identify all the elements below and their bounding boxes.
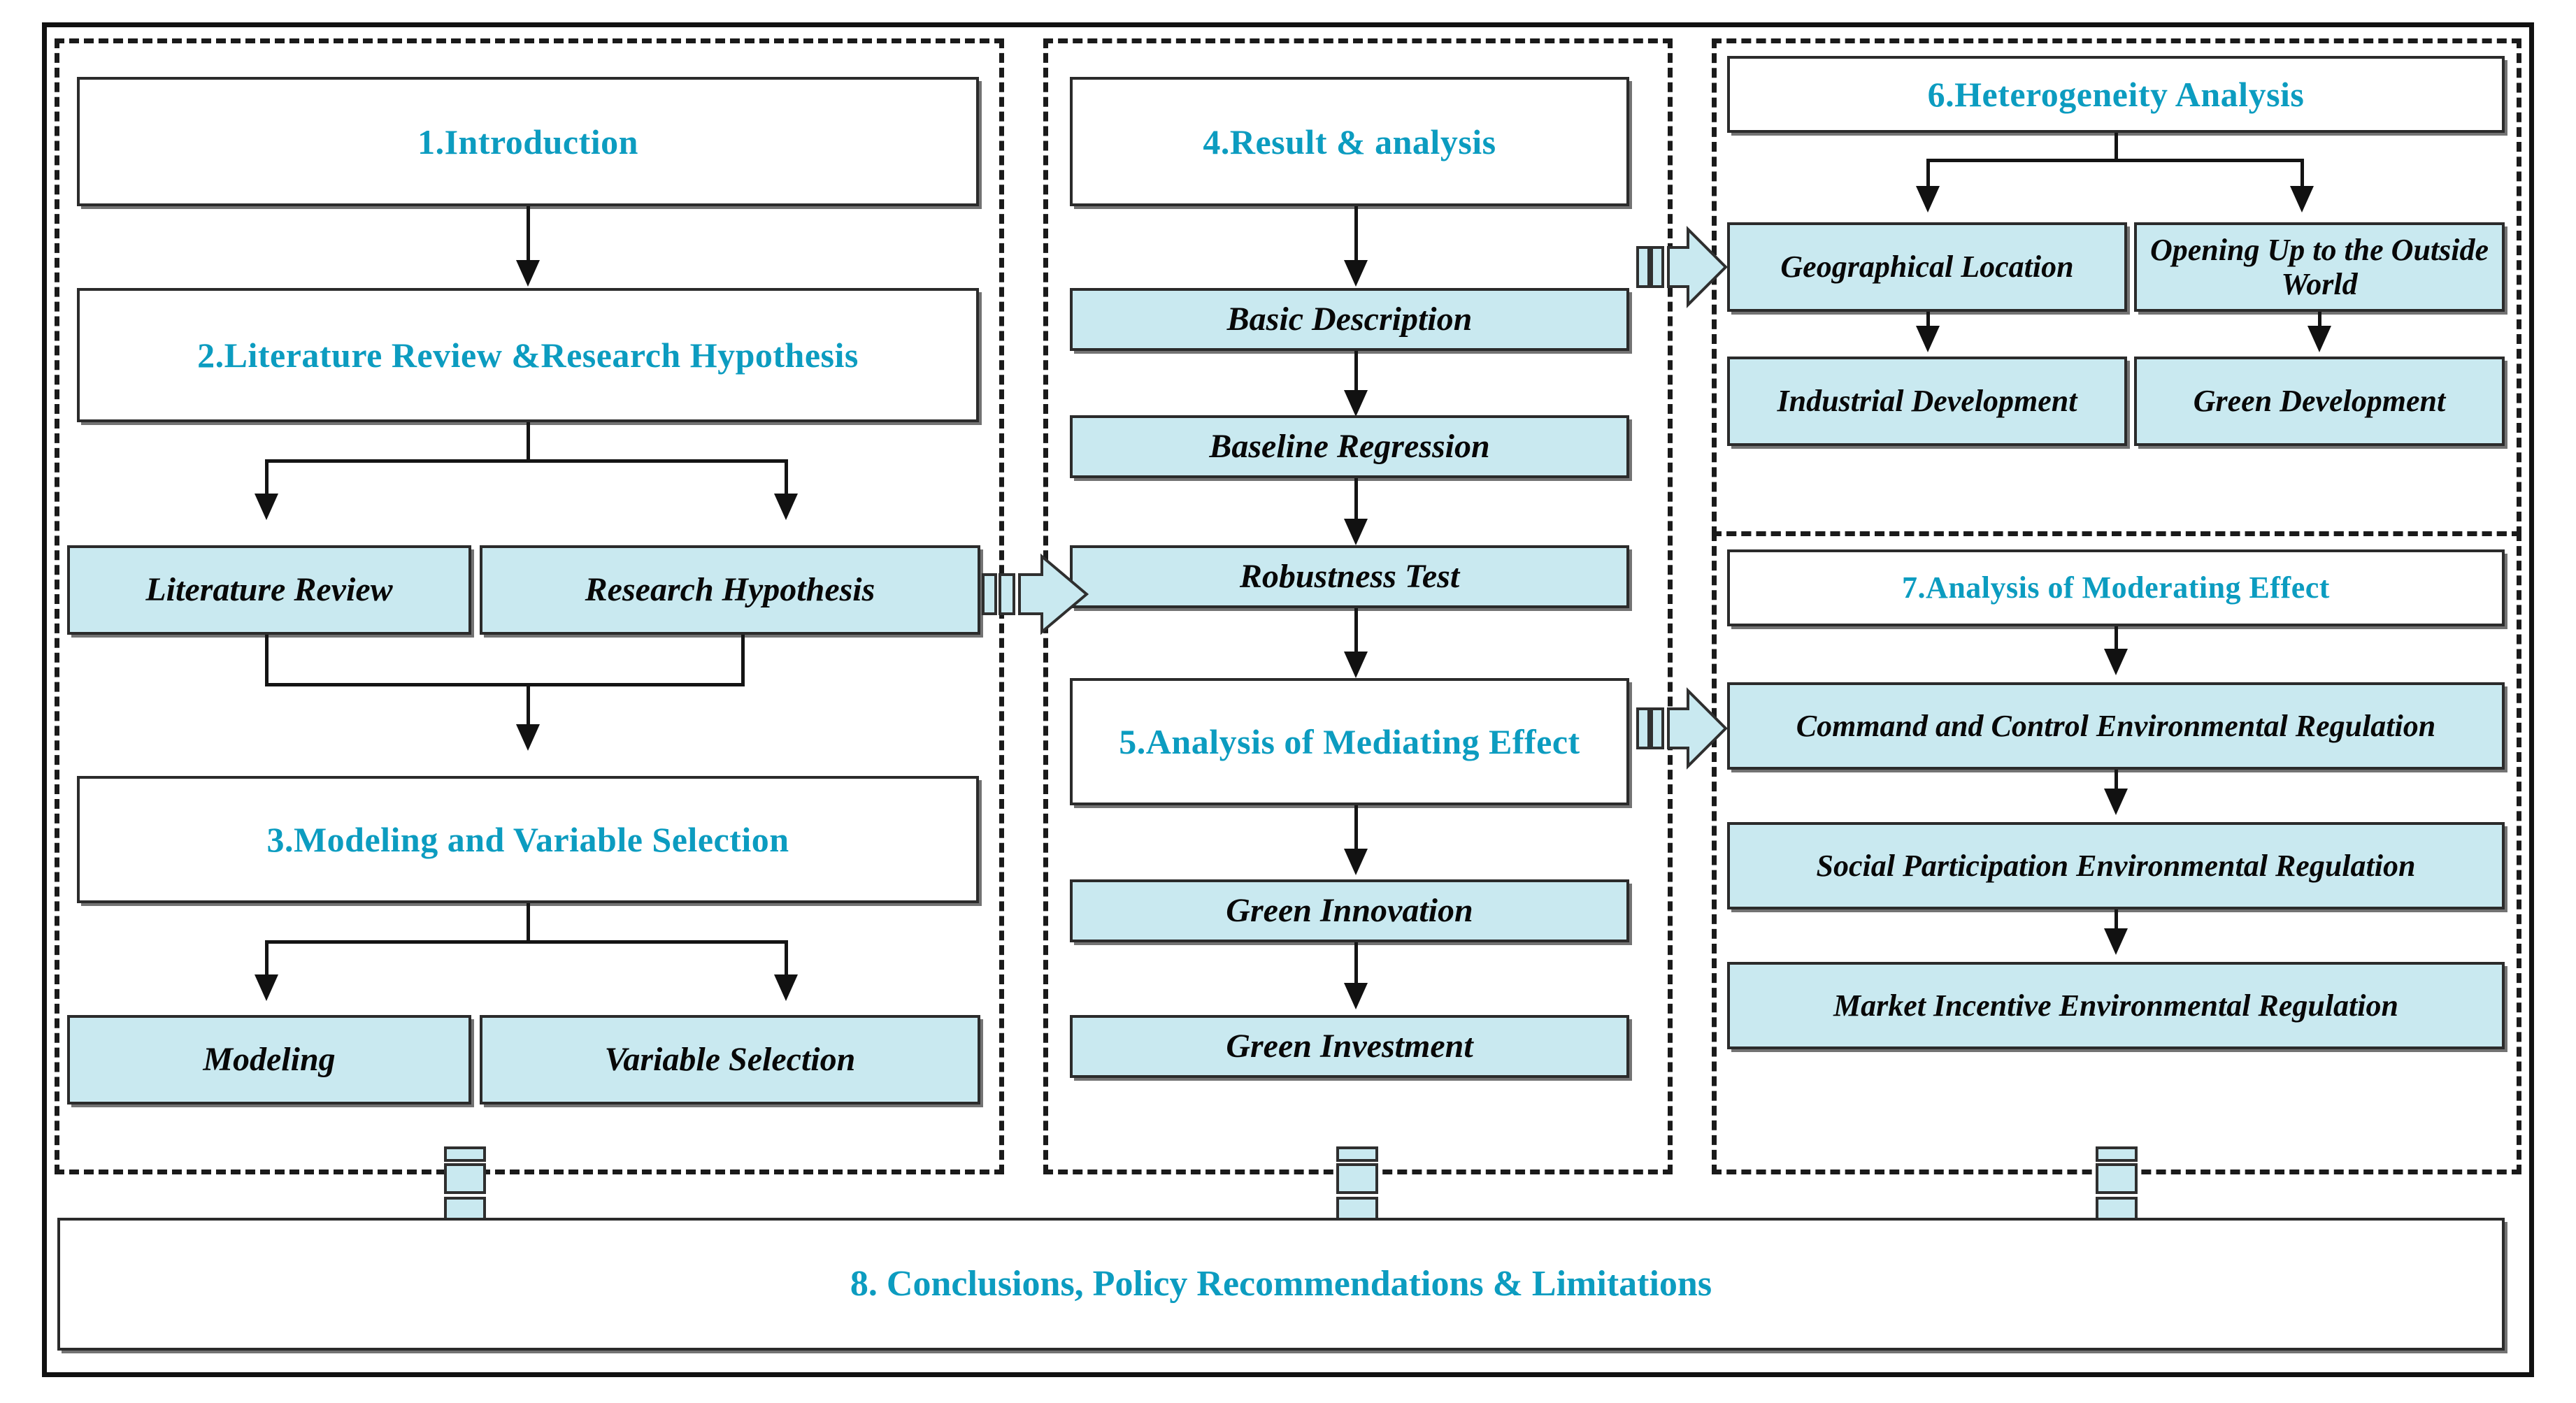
connector-model-split-stem — [527, 903, 530, 942]
block-arrow-middle-to-right-bottom — [1636, 686, 1734, 770]
connector-result-to-basic — [1354, 206, 1358, 264]
connector-model-split-left — [265, 940, 269, 977]
connector-merge-right — [741, 635, 745, 685]
node-variable-selection-label: Variable Selection — [604, 1041, 856, 1079]
node-green-development[interactable]: Green Development — [2134, 357, 2505, 446]
block-arrow-left-to-middle — [982, 552, 1108, 636]
connector-lit-split-stem — [527, 422, 530, 461]
node-result-and-analysis[interactable]: 4.Result & analysis — [1070, 77, 1629, 206]
arrowhead-robustness-to-mediating — [1344, 652, 1368, 678]
connector-merge-stem — [527, 683, 530, 726]
arrowhead-to-literature-review — [255, 494, 278, 520]
node-command-and-control-environmental-regulation-label: Command and Control Environmental Regula… — [1796, 708, 2436, 743]
arrowhead-opening-to-green — [2307, 326, 2331, 352]
node-green-investment[interactable]: Green Investment — [1070, 1015, 1629, 1078]
node-literature-review-research-hypothesis[interactable]: 2.Literature Review &Research Hypothesis — [77, 288, 979, 422]
node-heterogeneity-analysis-label: 6.Heterogeneity Analysis — [1927, 75, 2305, 114]
node-modeling-and-variable-selection[interactable]: 3.Modeling and Variable Selection — [77, 776, 979, 903]
node-baseline-regression-label: Baseline Regression — [1209, 428, 1490, 466]
arrowhead-to-modeling — [255, 974, 278, 1001]
arrowhead-geo-to-industrial — [1916, 326, 1940, 352]
connector-robustness-to-mediating — [1354, 608, 1358, 656]
node-market-incentive-environmental-regulation[interactable]: Market Incentive Environmental Regulatio… — [1727, 962, 2505, 1049]
connector-baseline-to-robustness — [1354, 478, 1358, 524]
connector-hetero-split-left — [1926, 159, 1930, 188]
node-market-incentive-environmental-regulation-label: Market Incentive Environmental Regulatio… — [1833, 988, 2398, 1023]
node-geographical-location[interactable]: Geographical Location — [1727, 222, 2127, 312]
arrowhead-result-to-basic — [1344, 260, 1368, 287]
arrowhead-to-geographical-location — [1916, 186, 1940, 213]
node-basic-description[interactable]: Basic Description — [1070, 288, 1629, 351]
node-modeling-label: Modeling — [203, 1041, 336, 1079]
node-social-participation-environmental-regulation-label: Social Participation Environmental Regul… — [1816, 848, 2416, 883]
node-introduction-label: 1.Introduction — [417, 122, 638, 161]
arrowhead-to-research-hypothesis — [774, 494, 798, 520]
arrowhead-innovation-to-investment — [1344, 983, 1368, 1009]
node-analysis-of-mediating-effect-label: 5.Analysis of Mediating Effect — [1119, 722, 1580, 761]
node-heterogeneity-analysis[interactable]: 6.Heterogeneity Analysis — [1727, 56, 2505, 133]
node-social-participation-environmental-regulation[interactable]: Social Participation Environmental Regul… — [1727, 822, 2505, 909]
node-geographical-location-label: Geographical Location — [1780, 250, 2074, 285]
node-command-and-control-environmental-regulation[interactable]: Command and Control Environmental Regula… — [1727, 682, 2505, 770]
connector-hetero-split-stem — [2115, 133, 2118, 161]
connector-opening-to-green — [2318, 312, 2321, 330]
node-result-and-analysis-label: 4.Result & analysis — [1203, 122, 1496, 161]
node-analysis-of-moderating-effect[interactable]: 7.Analysis of Moderating Effect — [1727, 549, 2505, 626]
node-baseline-regression[interactable]: Baseline Regression — [1070, 415, 1629, 478]
connector-geo-to-industrial — [1926, 312, 1930, 330]
node-analysis-of-mediating-effect[interactable]: 5.Analysis of Mediating Effect — [1070, 678, 1629, 805]
node-robustness-test[interactable]: Robustness Test — [1070, 545, 1629, 608]
arrowhead-to-opening-up — [2290, 186, 2314, 213]
node-industrial-development[interactable]: Industrial Development — [1727, 357, 2127, 446]
node-green-innovation-label: Green Innovation — [1226, 892, 1473, 930]
node-green-development-label: Green Development — [2193, 384, 2446, 419]
node-green-innovation[interactable]: Green Innovation — [1070, 879, 1629, 942]
node-research-hypothesis-label: Research Hypothesis — [585, 571, 875, 609]
connector-innovation-to-investment — [1354, 942, 1358, 987]
connector-basic-to-baseline — [1354, 351, 1358, 394]
node-basic-description-label: Basic Description — [1226, 301, 1473, 338]
connector-lit-split-right — [785, 459, 788, 496]
arrowhead-to-modeling-section — [516, 724, 540, 751]
connector-merge-left — [265, 635, 269, 685]
arrowhead-moderating-to-command — [2104, 649, 2128, 675]
connector-moderating-to-command — [2115, 626, 2118, 653]
connector-intro-to-lit — [527, 206, 530, 264]
connector-command-to-social — [2115, 770, 2118, 792]
connector-social-to-market — [2115, 909, 2118, 932]
node-industrial-development-label: Industrial Development — [1777, 384, 2077, 419]
connector-hetero-split-bar — [1926, 159, 2304, 162]
connector-hetero-split-right — [2300, 159, 2304, 188]
arrowhead-mediating-to-innovation — [1344, 849, 1368, 875]
node-literature-review-label: Literature Review — [145, 571, 393, 609]
node-variable-selection[interactable]: Variable Selection — [480, 1015, 980, 1105]
node-literature-review[interactable]: Literature Review — [67, 545, 471, 635]
node-research-hypothesis[interactable]: Research Hypothesis — [480, 545, 980, 635]
node-introduction[interactable]: 1.Introduction — [77, 77, 979, 206]
arrowhead-command-to-social — [2104, 789, 2128, 815]
node-opening-up-to-the-outside-world-label: Opening Up to the Outside World — [2149, 232, 2489, 301]
arrowhead-baseline-to-robustness — [1344, 519, 1368, 545]
arrowhead-intro-to-lit — [516, 260, 540, 287]
node-conclusions-label: 8. Conclusions, Policy Recommendations &… — [850, 1263, 1712, 1304]
connector-lit-split-bar — [265, 459, 788, 463]
connector-merge-bar — [265, 683, 745, 686]
arrowhead-basic-to-baseline — [1344, 390, 1368, 417]
node-modeling[interactable]: Modeling — [67, 1015, 471, 1105]
arrowhead-social-to-market — [2104, 928, 2128, 955]
connector-model-split-bar — [265, 940, 788, 944]
connector-mediating-to-innovation — [1354, 805, 1358, 853]
connector-lit-split-left — [265, 459, 269, 496]
node-modeling-and-variable-selection-label: 3.Modeling and Variable Selection — [266, 820, 789, 859]
arrowhead-to-variable-selection — [774, 974, 798, 1001]
node-analysis-of-moderating-effect-label: 7.Analysis of Moderating Effect — [1902, 570, 2330, 605]
node-green-investment-label: Green Investment — [1226, 1028, 1473, 1065]
node-robustness-test-label: Robustness Test — [1239, 558, 1460, 596]
node-literature-review-research-hypothesis-label: 2.Literature Review &Research Hypothesis — [197, 336, 859, 375]
node-conclusions-policy-recommendations-limitations[interactable]: 8. Conclusions, Policy Recommendations &… — [57, 1218, 2505, 1351]
node-opening-up-to-the-outside-world[interactable]: Opening Up to the Outside World — [2134, 222, 2505, 312]
connector-model-split-right — [785, 940, 788, 977]
block-arrow-middle-to-right-top — [1636, 225, 1734, 309]
